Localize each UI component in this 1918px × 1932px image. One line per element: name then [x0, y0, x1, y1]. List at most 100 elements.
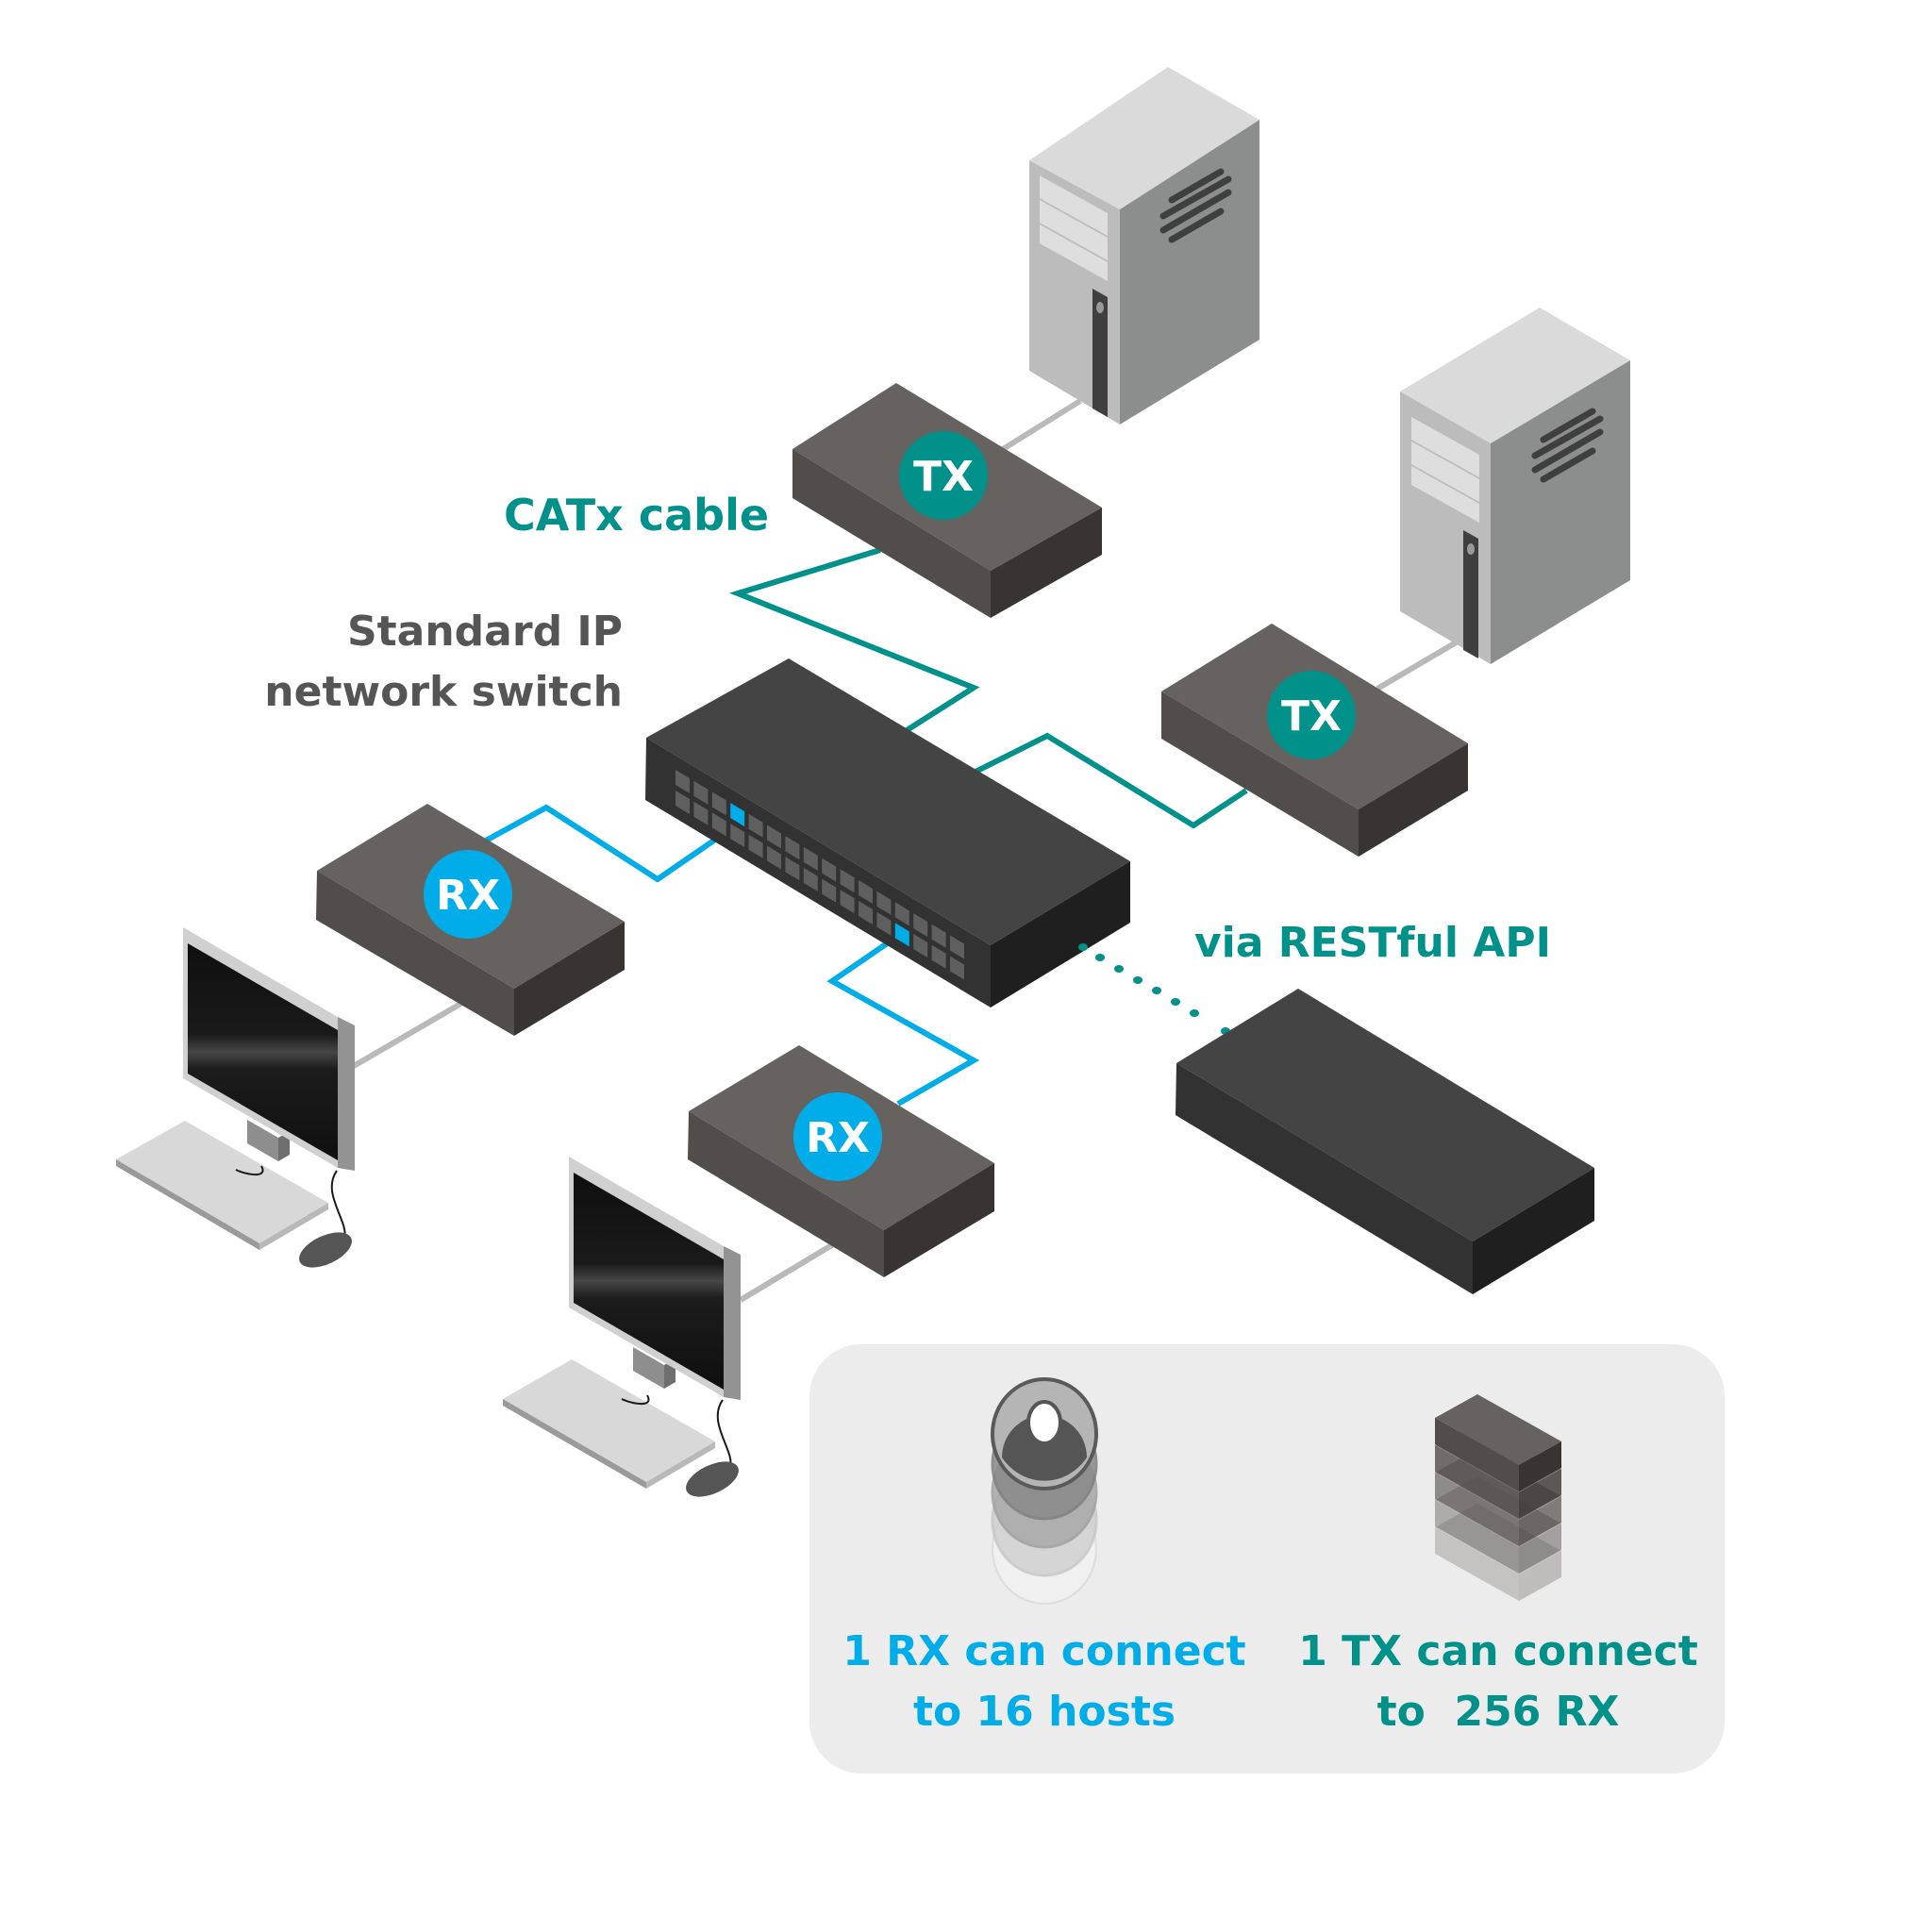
- workstation-1: [116, 927, 355, 1268]
- tx-right-badge-circle: [1267, 671, 1356, 759]
- controller-right-face: [1473, 1168, 1594, 1294]
- switch-port: [822, 878, 837, 903]
- power-strip: [1463, 530, 1478, 658]
- management-controller: [1176, 989, 1594, 1294]
- switch-port: [803, 867, 818, 891]
- switch-port: [730, 824, 745, 848]
- switch-port: [931, 924, 946, 948]
- api-link-dots: [1078, 943, 1230, 1035]
- tx-right-body-right: [1359, 743, 1468, 857]
- rx-left-body-left: [316, 871, 514, 1036]
- switch-label-line1: Standard IP: [347, 608, 623, 656]
- tx-top-badge-label: TX: [913, 453, 974, 501]
- server-top-face: [1029, 67, 1259, 209]
- keyboard-edge-right: [259, 1203, 328, 1250]
- tx-stack-right: [1519, 1524, 1561, 1574]
- server-top-face: [1400, 308, 1630, 443]
- tx-stack-right: [1519, 1551, 1561, 1601]
- switch-port: [711, 812, 726, 837]
- monitor-bezel-side: [724, 1246, 741, 1400]
- rx-bottom-device: RX: [688, 1045, 994, 1277]
- switch-port: [913, 913, 928, 938]
- mouse-cable: [330, 1170, 346, 1239]
- tx-stack-top: [1435, 1394, 1561, 1465]
- gray-cables: [352, 398, 1459, 1303]
- rx-left-badge-label: RX: [436, 872, 500, 920]
- server-tower-1: [1029, 67, 1259, 425]
- keyboard-top: [116, 1121, 328, 1243]
- switch-port: [876, 891, 892, 915]
- tx-right-device: TX: [1161, 624, 1468, 857]
- switch-port: [840, 890, 855, 914]
- switch-ports: [675, 770, 964, 980]
- monitor-stand: [633, 1347, 664, 1389]
- cable-rx-bottom-switch: [826, 931, 980, 1107]
- switch-port: [693, 801, 709, 825]
- switch-port: [675, 791, 690, 814]
- catx-cable-label: CATx cable: [504, 490, 769, 541]
- rx-left-device: RX: [316, 804, 625, 1036]
- tx-top-badge-circle: [899, 431, 988, 520]
- cable-rx-monitor2: [739, 1241, 837, 1303]
- tx-stack-left: [1435, 1473, 1519, 1546]
- keyboard-edge-right: [646, 1441, 715, 1489]
- switch-port-active: [730, 803, 745, 827]
- switch-port: [767, 845, 781, 870]
- switch-port: [693, 780, 709, 805]
- switch-top-face: [646, 658, 1130, 945]
- drive-bay-1: [1411, 417, 1479, 477]
- monitor-stand: [247, 1120, 278, 1161]
- switch-port: [767, 824, 781, 849]
- tx-stack-right: [1519, 1469, 1561, 1519]
- tx-stack-left: [1435, 1445, 1519, 1519]
- monitor-screen: [188, 943, 338, 1160]
- cable-server2-tx: [1376, 639, 1459, 691]
- switch-port: [840, 869, 855, 893]
- info-panel: 1 RX can connect to 16 hosts 1 TX can co…: [809, 1344, 1725, 1774]
- vent-icon: [1531, 408, 1604, 483]
- tx-top-body-right: [991, 508, 1102, 618]
- network-switch: [645, 658, 1130, 1008]
- mouse: [299, 1232, 352, 1268]
- tx-stack-left: [1435, 1527, 1519, 1601]
- switch-port: [859, 901, 873, 924]
- stacked-rx-disc-icon: [991, 1377, 1098, 1605]
- switch-port: [931, 944, 946, 969]
- power-button-icon: [1467, 543, 1475, 555]
- keyboard-cable: [621, 1394, 650, 1406]
- monitor-bezel-side: [338, 1017, 355, 1171]
- server-tower-2: [1400, 308, 1630, 664]
- keyboard-edge: [503, 1399, 646, 1489]
- rx-left-body-right: [514, 922, 625, 1036]
- tx-caption-line1: 1 TX can connect: [1298, 1627, 1698, 1675]
- workstation-2: [503, 1157, 741, 1497]
- monitor-screen: [574, 1173, 724, 1390]
- keyboard-cable: [235, 1165, 264, 1176]
- mouse: [686, 1461, 739, 1497]
- rx-cables: [484, 804, 980, 1107]
- switch-port: [748, 834, 763, 858]
- cable-tx-right-switch: [970, 732, 1248, 829]
- switch-port: [675, 770, 690, 793]
- tx-right-badge-label: TX: [1281, 692, 1342, 741]
- cable-rx-left-switch: [484, 804, 747, 883]
- tx-stack-layer: [1435, 1504, 1561, 1601]
- tx-stack-left: [1435, 1500, 1519, 1574]
- switch-port: [748, 813, 763, 838]
- controller-top-face: [1176, 989, 1594, 1241]
- tx-top-device-shape: TX: [792, 383, 1102, 618]
- rx-bottom-badge-circle: [793, 1092, 882, 1181]
- cable-server1-tx: [998, 398, 1082, 454]
- keyboard-edge: [116, 1159, 259, 1250]
- mouse-cable: [716, 1399, 732, 1468]
- restful-api-label: via RESTful API: [1194, 919, 1551, 967]
- rx-caption-line2: to 16 hosts: [913, 1688, 1176, 1736]
- keyboard-top: [503, 1359, 715, 1482]
- tx-stack-right: [1519, 1496, 1561, 1546]
- switch-port: [950, 935, 964, 959]
- switch-port: [913, 934, 928, 958]
- switch-label-line2: network switch: [264, 668, 623, 716]
- monitor-stand-side: [278, 1131, 290, 1161]
- switch-port: [711, 791, 726, 816]
